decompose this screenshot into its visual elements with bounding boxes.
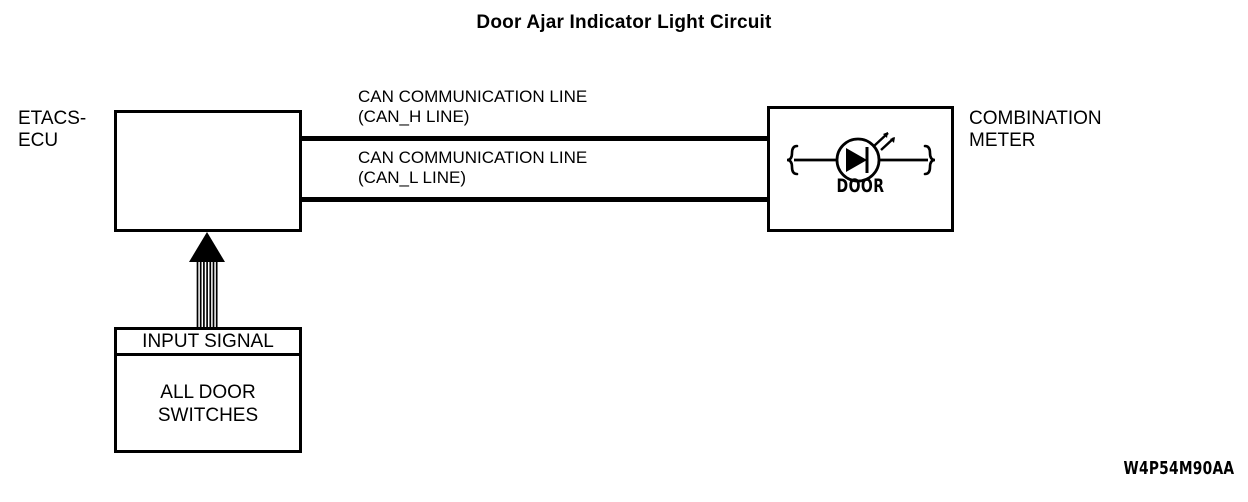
door-indicator-lamp-icon bbox=[786, 132, 936, 183]
can-l-communication-line bbox=[299, 197, 769, 202]
can-l-line-label: CAN COMMUNICATION LINE (CAN_L LINE) bbox=[358, 148, 588, 188]
input-signal-header: INPUT SIGNAL bbox=[117, 330, 299, 356]
input-signal-body: ALL DOOR SWITCHES bbox=[157, 382, 259, 426]
drawing-code: W4P54M90AA bbox=[1123, 458, 1234, 479]
etacs-ecu-label: ETACS- ECU bbox=[18, 108, 87, 152]
etacs-ecu-block bbox=[114, 110, 302, 232]
input-signal-arrow-icon bbox=[189, 232, 225, 329]
can-h-communication-line bbox=[299, 136, 769, 141]
input-signal-block: INPUT SIGNAL ALL DOOR SWITCHES bbox=[114, 327, 302, 453]
page-title: Door Ajar Indicator Light Circuit bbox=[476, 12, 772, 33]
can-h-line-label: CAN COMMUNICATION LINE (CAN_H LINE) bbox=[358, 87, 588, 127]
combination-meter-label: COMBINATION METER bbox=[969, 108, 1102, 152]
door-indicator-label: DOOR bbox=[836, 175, 885, 197]
